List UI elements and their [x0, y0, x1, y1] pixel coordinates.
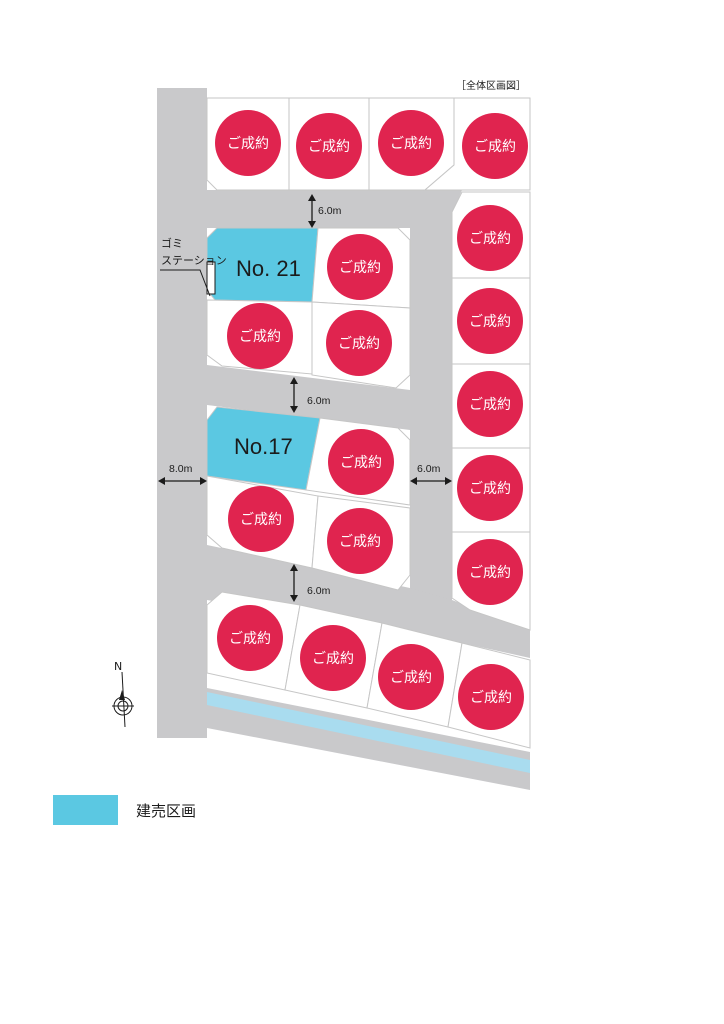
- svg-text:ご成約: ご成約: [390, 136, 432, 152]
- sold-badge: ご成約: [217, 605, 283, 671]
- garbage-station-leader: [160, 269, 211, 297]
- legend-label: 建売区画: [136, 802, 196, 820]
- sold-badge: ご成約: [327, 234, 393, 300]
- svg-text:ご成約: ご成約: [338, 336, 380, 352]
- lot-no21-label: No. 21: [236, 256, 301, 281]
- road-network: [157, 88, 530, 790]
- svg-text:ご成約: ご成約: [469, 231, 511, 247]
- sold-badge: ご成約: [326, 310, 392, 376]
- svg-text:ご成約: ご成約: [312, 651, 354, 667]
- svg-text:ご成約: ご成約: [470, 690, 512, 706]
- sold-badge: ご成約: [457, 539, 523, 605]
- compass-icon: N: [112, 660, 134, 728]
- road-dimensions: 6.0m 6.0m 6.0m 8.0m 6.0m: [158, 194, 452, 602]
- sold-badge: ご成約: [457, 455, 523, 521]
- north-road-width: 6.0m: [318, 205, 342, 217]
- sold-badge: ご成約: [296, 113, 362, 179]
- sold-badge: ご成約: [457, 371, 523, 437]
- svg-text:ご成約: ご成約: [240, 512, 282, 528]
- svg-text:ご成約: ご成約: [239, 329, 281, 345]
- map-title: ［全体区画図］: [456, 79, 526, 92]
- garbage-station-label-1: ゴミ: [161, 236, 183, 250]
- svg-text:ご成約: ご成約: [390, 670, 432, 686]
- sold-badge: ご成約: [457, 288, 523, 354]
- svg-text:ご成約: ご成約: [469, 314, 511, 330]
- sold-badges: ご成約 ご成約 ご成約 ご成約 ご成約 ご成約 ご成約 ご成約 ご成約 ご成約 …: [215, 110, 528, 730]
- sold-badge: ご成約: [378, 644, 444, 710]
- svg-text:ご成約: ご成約: [469, 481, 511, 497]
- garbage-station-marker: [206, 261, 216, 295]
- sold-badge: ご成約: [457, 205, 523, 271]
- sold-badge: ご成約: [378, 110, 444, 176]
- lot-no17-label: No.17: [234, 434, 293, 459]
- legend: 建売区画: [53, 795, 196, 825]
- sold-badge: ご成約: [327, 508, 393, 574]
- south-road: [207, 545, 530, 658]
- middle-road: [207, 365, 410, 430]
- svg-text:ご成約: ご成約: [229, 631, 271, 647]
- west-road-width: 8.0m: [169, 463, 193, 475]
- middle-road-width: 6.0m: [307, 395, 331, 407]
- sold-badge: ご成約: [328, 429, 394, 495]
- east-road-width: 6.0m: [417, 463, 441, 475]
- west-road: [157, 88, 207, 738]
- north-label: N: [114, 660, 122, 673]
- legend-swatch: [53, 795, 118, 825]
- sold-badge: ご成約: [228, 486, 294, 552]
- svg-text:ご成約: ご成約: [469, 397, 511, 413]
- sold-badge: ご成約: [227, 303, 293, 369]
- svg-text:ご成約: ご成約: [474, 139, 516, 155]
- sold-badge: ご成約: [462, 113, 528, 179]
- canal: [207, 692, 530, 773]
- south-road-width: 6.0m: [307, 585, 331, 597]
- north-east-road-corner: [420, 190, 462, 230]
- svg-text:ご成約: ご成約: [339, 260, 381, 276]
- north-road: [207, 190, 447, 228]
- svg-text:ご成約: ご成約: [340, 455, 382, 471]
- svg-text:ご成約: ご成約: [339, 534, 381, 550]
- svg-text:ご成約: ご成約: [227, 136, 269, 152]
- sold-badge: ご成約: [300, 625, 366, 691]
- garbage-station-label-2: ステーション: [161, 254, 227, 267]
- east-road: [410, 190, 452, 610]
- svg-text:ご成約: ご成約: [308, 139, 350, 155]
- svg-text:ご成約: ご成約: [469, 565, 511, 581]
- sold-badge: ご成約: [215, 110, 281, 176]
- sold-badge: ご成約: [458, 664, 524, 730]
